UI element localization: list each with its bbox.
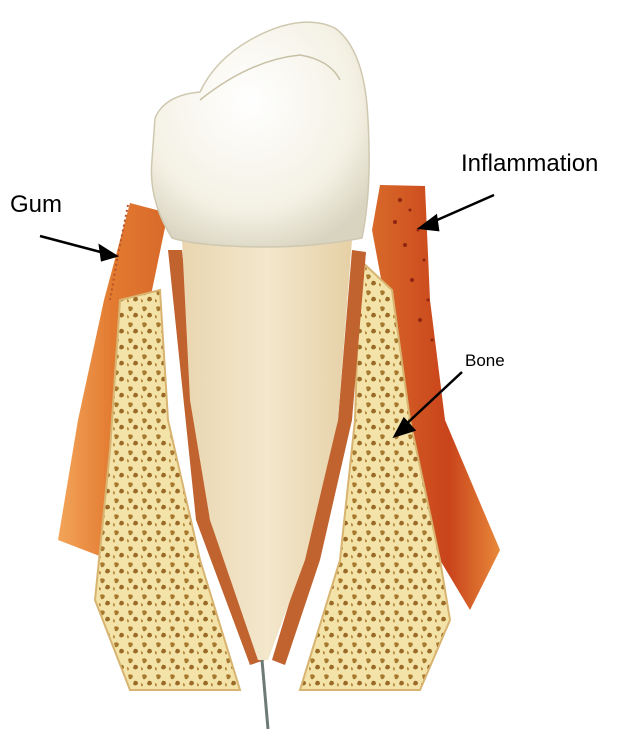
gum-label: Gum bbox=[10, 191, 62, 219]
bone-label: Bone bbox=[465, 351, 505, 371]
inflammation-arrow bbox=[420, 195, 494, 230]
inflammation-label: Inflammation bbox=[461, 150, 598, 178]
gum-arrow bbox=[40, 236, 116, 260]
root-nerve bbox=[262, 660, 268, 729]
tooth-crown bbox=[151, 22, 369, 247]
